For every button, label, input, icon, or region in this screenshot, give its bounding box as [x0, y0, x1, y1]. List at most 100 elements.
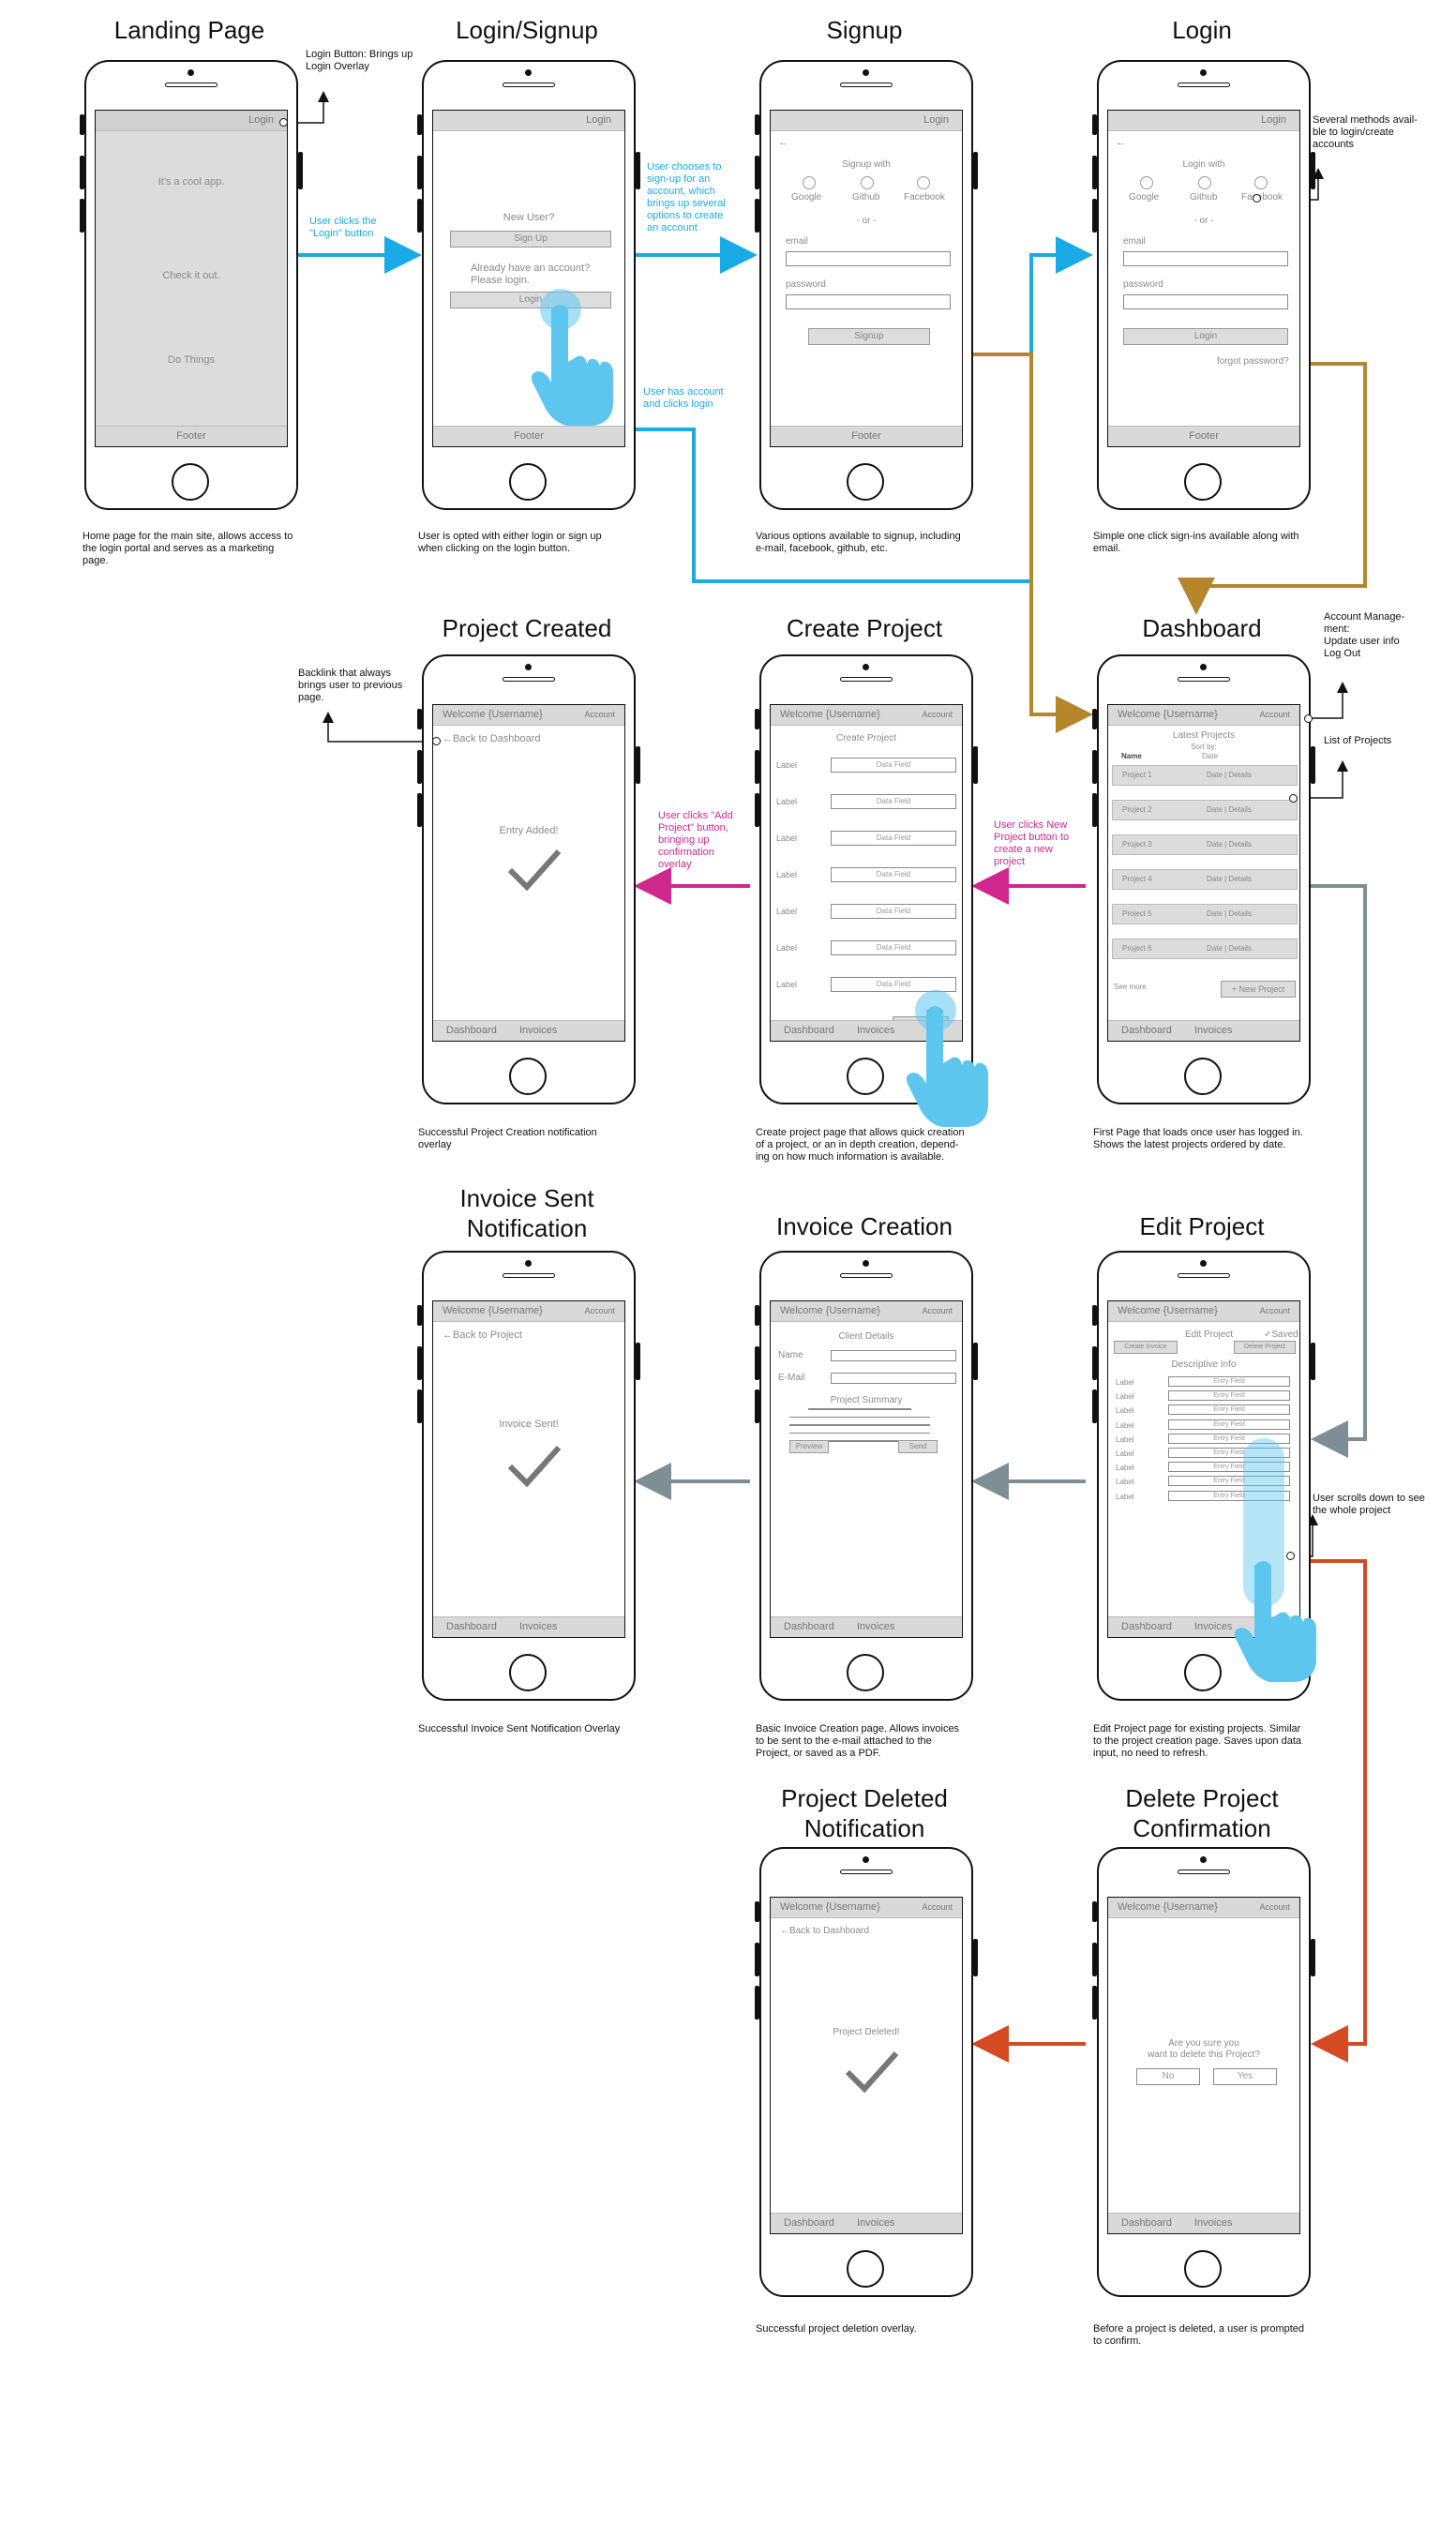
data-field-input[interactable]: Data Field: [831, 794, 956, 809]
password-field[interactable]: [1123, 294, 1288, 309]
sign-up-button[interactable]: Sign Up: [450, 231, 611, 248]
checkmark-icon: [845, 2050, 899, 2094]
email-field[interactable]: [786, 251, 951, 266]
caption-create-project: Create project page that allows quick cr…: [756, 1127, 965, 1163]
sort-name[interactable]: Name: [1121, 752, 1142, 760]
phone-login-signup: Login New User? Sign Up Already have an …: [417, 60, 640, 510]
create-invoice-button[interactable]: Create Invoice: [1114, 1341, 1178, 1354]
no-button[interactable]: No: [1136, 2068, 1200, 2085]
new-project-button[interactable]: + New Project: [1221, 981, 1296, 998]
entry-field-input[interactable]: Entry Field: [1168, 1490, 1290, 1501]
entry-field-input[interactable]: Entry Field: [1168, 1419, 1290, 1430]
sort-date[interactable]: Date: [1202, 752, 1218, 760]
data-field-input[interactable]: Data Field: [831, 904, 956, 919]
tab-invoices[interactable]: Invoices: [1194, 2217, 1233, 2229]
tab-invoices[interactable]: Invoices: [1194, 1621, 1233, 1632]
data-field-input[interactable]: Data Field: [831, 831, 956, 846]
login-link[interactable]: Login: [923, 114, 949, 126]
back-arrow-icon[interactable]: ←: [778, 137, 788, 148]
tab-invoices[interactable]: Invoices: [519, 1025, 558, 1036]
see-more-link[interactable]: See more: [1114, 983, 1147, 991]
tab-dashboard[interactable]: Dashboard: [784, 2217, 834, 2229]
tab-invoices[interactable]: Invoices: [857, 2217, 895, 2229]
account-menu[interactable]: Account: [922, 1306, 953, 1315]
github-option[interactable]: Github: [852, 192, 880, 203]
phone-invoice-creation: Welcome {Username}Account Client Details…: [755, 1251, 978, 1701]
delete-project-button[interactable]: Delete Project: [1234, 1341, 1296, 1354]
google-option[interactable]: Google: [791, 192, 822, 203]
caption-invoice-creation: Basic Invoice Creation page. Allows invo…: [756, 1723, 960, 1759]
password-field[interactable]: [786, 294, 951, 309]
github-option[interactable]: Github: [1190, 192, 1218, 203]
login-link[interactable]: Login: [1261, 114, 1286, 126]
email-field[interactable]: [1123, 251, 1288, 266]
password-label: password: [786, 279, 826, 290]
back-to-dashboard-link[interactable]: ←Back to Dashboard: [443, 733, 541, 744]
entry-field-input[interactable]: Entry Field: [1168, 1433, 1290, 1444]
account-menu[interactable]: Account: [1259, 710, 1290, 719]
send-button[interactable]: Send: [898, 1440, 938, 1453]
entry-field-input[interactable]: Entry Field: [1168, 1448, 1290, 1458]
tab-dashboard[interactable]: Dashboard: [784, 1025, 834, 1036]
account-menu[interactable]: Account: [584, 1306, 615, 1315]
radio-icon[interactable]: [917, 176, 930, 189]
back-arrow-icon[interactable]: ←: [1116, 137, 1126, 148]
radio-icon[interactable]: [1254, 176, 1268, 189]
radio-icon[interactable]: [803, 176, 816, 189]
phone-invoice-sent: Welcome {Username}Account ←Back to Proje…: [417, 1251, 640, 1701]
signup-button[interactable]: Signup: [808, 328, 930, 345]
login-button[interactable]: Login: [1123, 328, 1288, 345]
facebook-option[interactable]: Facebook: [1241, 192, 1283, 203]
account-menu[interactable]: Account: [584, 710, 615, 719]
facebook-option[interactable]: Facebook: [904, 192, 945, 203]
entry-field-input[interactable]: Entry Field: [1168, 1376, 1290, 1387]
radio-icon[interactable]: [1198, 176, 1211, 189]
tab-dashboard[interactable]: Dashboard: [1121, 1621, 1172, 1632]
tab-invoices[interactable]: Invoices: [1194, 1025, 1233, 1036]
login-link[interactable]: Login: [248, 114, 274, 126]
tab-dashboard[interactable]: Dashboard: [446, 1025, 497, 1036]
back-to-project-link[interactable]: ←Back to Project: [443, 1329, 522, 1341]
entry-field-input[interactable]: Entry Field: [1168, 1390, 1290, 1402]
tab-dashboard[interactable]: Dashboard: [784, 1621, 834, 1632]
tab-invoices[interactable]: Invoices: [857, 1025, 895, 1036]
back-to-dashboard-link[interactable]: ←Back to Dashboard: [780, 1926, 870, 1936]
data-field-input[interactable]: Data Field: [831, 758, 956, 773]
forgot-password-link[interactable]: forgot password?: [1217, 356, 1289, 367]
radio-icon[interactable]: [861, 176, 874, 189]
data-field-input[interactable]: Data Field: [831, 867, 956, 882]
account-menu[interactable]: Account: [922, 1902, 953, 1912]
google-option[interactable]: Google: [1129, 192, 1160, 203]
project-deleted-message: Project Deleted!: [833, 2027, 900, 2037]
entry-field-input[interactable]: Entry Field: [1168, 1476, 1290, 1487]
preview-button[interactable]: Preview: [789, 1440, 829, 1453]
footer: Footer: [851, 430, 881, 442]
arrow-loginsignup-to-login: [636, 236, 1093, 583]
radio-icon[interactable]: [1140, 176, 1153, 189]
tab-dashboard[interactable]: Dashboard: [446, 1621, 497, 1632]
yes-button[interactable]: Yes: [1213, 2068, 1277, 2085]
checkmark-icon: [507, 849, 562, 892]
landing-text-1: It's a cool app.: [158, 176, 225, 188]
title-invoice-creation: Invoice Creation: [776, 1212, 953, 1240]
data-field-input[interactable]: Data Field: [831, 977, 956, 992]
login-link[interactable]: Login: [586, 114, 611, 126]
tab-invoices[interactable]: Invoices: [857, 1621, 895, 1632]
name-field[interactable]: [831, 1350, 956, 1361]
email-field[interactable]: [831, 1373, 956, 1384]
tab-invoices[interactable]: Invoices: [519, 1621, 558, 1632]
entry-field-input[interactable]: Entry Field: [1168, 1404, 1290, 1416]
entry-field-input[interactable]: Entry Field: [1168, 1462, 1290, 1473]
account-menu[interactable]: Account: [1259, 1306, 1290, 1315]
tab-dashboard[interactable]: Dashboard: [1121, 2217, 1172, 2229]
account-menu[interactable]: Account: [1259, 1902, 1290, 1912]
tab-dashboard[interactable]: Dashboard: [1121, 1025, 1172, 1036]
account-menu[interactable]: Account: [922, 710, 953, 719]
data-field-input[interactable]: Data Field: [831, 940, 956, 955]
